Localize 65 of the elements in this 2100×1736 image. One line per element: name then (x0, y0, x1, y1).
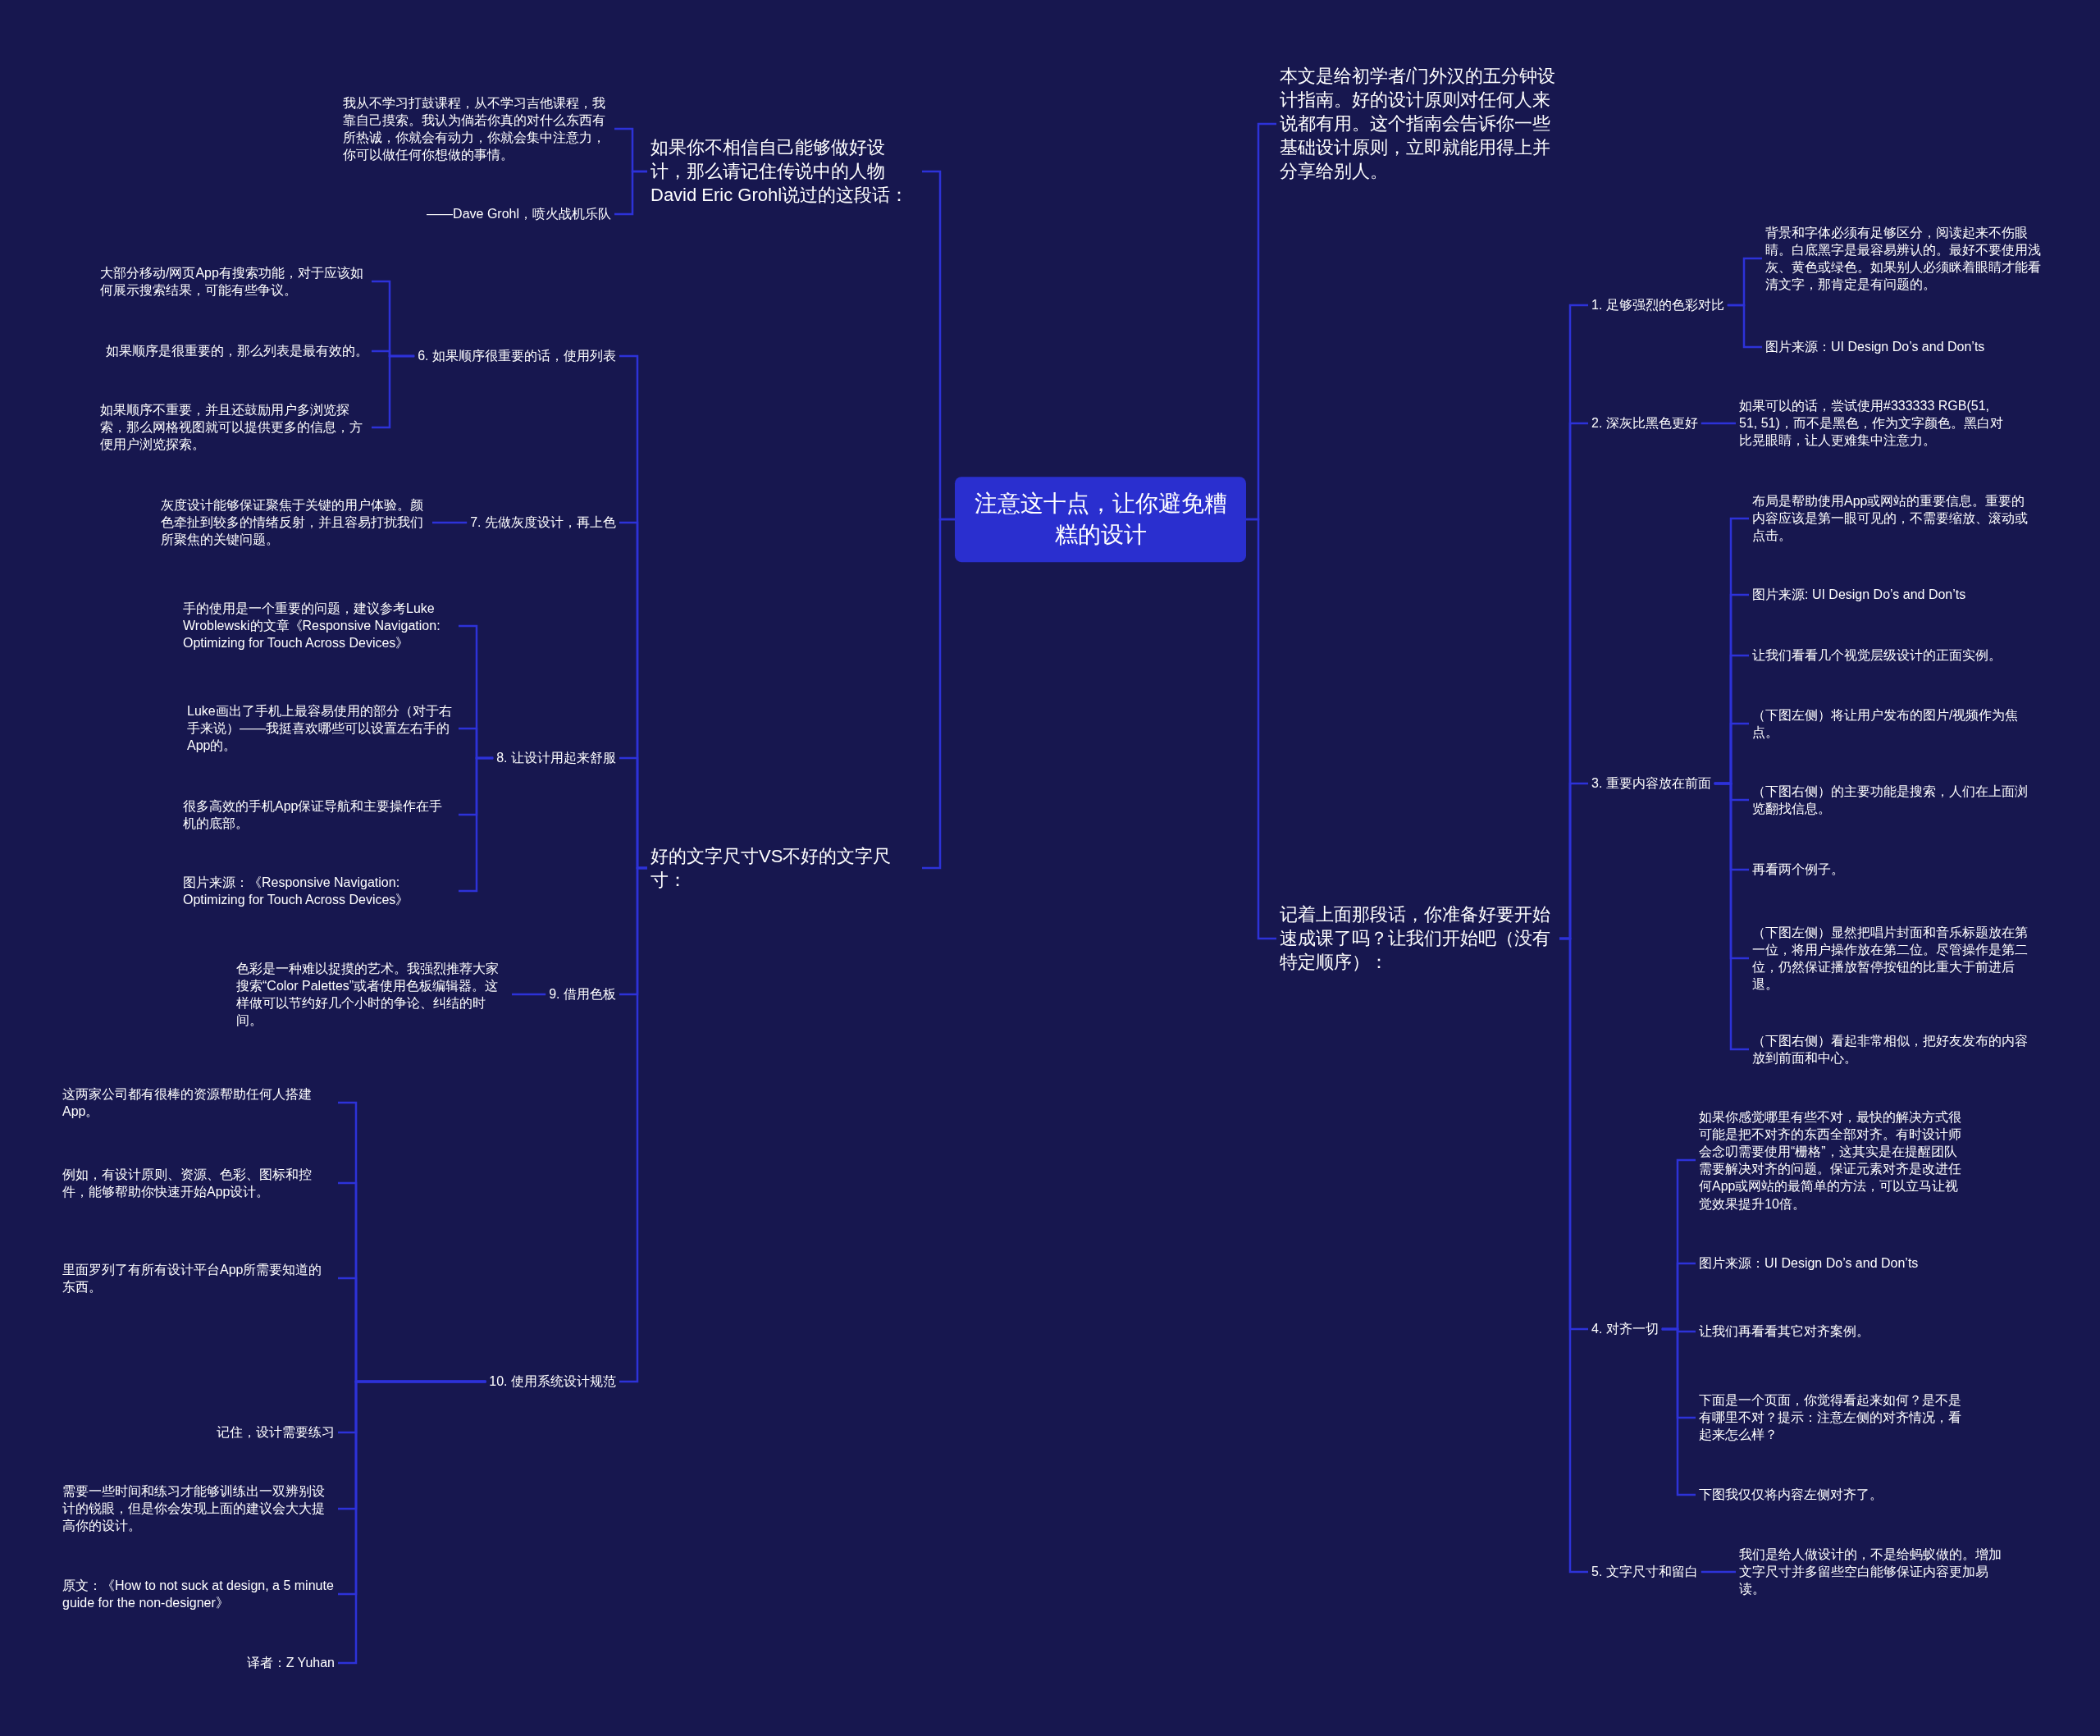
note-text: 灰度设计能够保证聚焦于关键的用户体验。颜色牵扯到较多的情绪反射，并且容易打扰我们所聚焦的关键问题。 (158, 494, 432, 551)
note-text: 原文：《How to not suck at design, a 5 minute guide for the non-designer》 (59, 1574, 338, 1615)
note-text: 如果可以的话，尝试使用#333333 RGB(51, 51, 51)，而不是黑色，作为文字颜色。黑白对比晃眼睛，让人更难集中注意力。 (1736, 395, 2006, 452)
branch-label: 6. 如果顺序很重要的话，使用列表 (414, 345, 619, 368)
branch-label: 2. 深灰比黑色更好 (1588, 412, 1701, 435)
connector-line (432, 521, 468, 524)
connector-line (1559, 937, 1588, 1574)
note-text: 我从不学习打鼓课程，从不学习吉他课程，我靠自己摸索。我认为倘若你真的对什么东西有所热诚，你就会有动力，你就会集中注意力，你可以做任何你想做的事情。 (340, 91, 614, 167)
connector-line (1701, 1570, 1736, 1574)
note-text: 色彩是一种难以捉摸的艺术。我强烈推荐大家搜索“Color Palettes”或者使用色板编辑器。这样做可以节约好几个小时的争论、纠结的时间。 (233, 957, 512, 1032)
connector-line (338, 1380, 486, 1665)
note-text: （下图右侧）看起非常相似，把好友发布的内容放到前面和中心。 (1749, 1029, 2036, 1070)
topic-text: 如果你不相信自己能够做好设计，那么请记住传说中的人物David Eric Grohl说过的这段话： (647, 133, 922, 210)
connector-line (459, 756, 494, 893)
topic-text: 本文是给初学者/门外汉的五分钟设计指南。好的设计原则对任何人来说都有用。这个指南会告诉你一些基础设计原则，立即就能用得上并分享给别人。 (1276, 62, 1559, 186)
note-text: 让我们再看看其它对齐案例。 (1696, 1320, 1873, 1343)
note-text: 大部分移动/网页App有搜索功能，对于应该如何展示搜索结果，可能有些争议。 (97, 261, 372, 302)
note-text: （下图右侧）的主要功能是搜索，人们在上面浏览翻找信息。 (1749, 779, 2036, 820)
note-text: （下图左侧）将让用户发布的图片/视频作为焦点。 (1749, 703, 2036, 744)
note-text: 图片来源：UI Design Do’s and Don’ts (1762, 336, 1988, 359)
connector-line (614, 170, 647, 216)
connector-line (372, 354, 415, 429)
note-text: 这两家公司都有很棒的资源帮助任何人搭建App。 (59, 1082, 338, 1123)
branch-label: 4. 对齐一切 (1588, 1318, 1662, 1341)
connector-line (1701, 422, 1736, 425)
note-text: 很多高效的手机App保证导航和主要操作在手机的底部。 (180, 794, 459, 835)
note-text: 我们是给人做设计的，不是给蚂蚁做的。增加文字尺寸并多留些空白能够保证内容更加易读。 (1736, 1543, 2015, 1601)
connector-line (1714, 782, 1749, 1051)
branch-label: 7. 先做灰度设计，再上色 (467, 511, 619, 534)
note-text: 图片来源：《Responsive Navigation: Optimizing for Touch Across Devices》 (180, 870, 459, 911)
note-text: 如果顺序不重要，并且还鼓励用户多浏览探索，那么网格视图就可以提供更多的信息，方便用户浏览探索。 (97, 399, 372, 456)
note-text: 图片来源: UI Design Do’s and Don’ts (1749, 583, 1970, 606)
note-text: 需要一些时间和练习才能够训练出一双辨别设计的锐眼，但是你会发现上面的建议会大大提高你的设计。 (59, 1480, 338, 1537)
note-text: 让我们看看几个视觉层级设计的正面实例。 (1749, 644, 2005, 667)
note-text: Luke画出了手机上最容易使用的部分（对于右手来说）——我挺喜欢哪些可以设置左右手的App的。 (184, 700, 459, 757)
note-text: 布局是帮助使用App或网站的重要信息。重要的内容应该是第一眼可见的，不需要缩放、滚动或点击。 (1749, 490, 2036, 547)
topic-text: 记着上面那段话，你准备好要开始速成课了吗？让我们开始吧（没有特定顺序）： (1276, 900, 1559, 977)
note-text: 里面罗列了有所有设计平台App所需要知道的东西。 (59, 1258, 338, 1299)
connector-line (1661, 1327, 1696, 1496)
note-text: 再看两个例子。 (1749, 858, 1847, 881)
note-text: 手的使用是一个重要的问题，建议参考Luke Wroblewski的文章《Responsive Navigation: Optimizing for Touch Across Devices》 (180, 597, 459, 655)
note-text: 图片来源：UI Design Do’s and Don’ts (1696, 1252, 1922, 1275)
note-text: （下图左侧）显然把唱片封面和音乐标题放在第一位，将用户操作放在第二位。尽管操作是第二位，仍然保证播放暂停按钮的比重大于前进后退。 (1749, 921, 2036, 996)
branch-label: 1. 足够强烈的色彩对比 (1588, 294, 1728, 317)
note-text: 如果顺序是很重要的，那么列表是最有效的。 (103, 340, 372, 363)
connector-line (1246, 518, 1276, 940)
topic-text: 好的文字尺寸VS不好的文字尺寸： (647, 841, 922, 895)
note-text: 例如，有设计原则、资源、色彩、图标和控件，能够帮助你快速开始App设计。 (59, 1163, 338, 1204)
note-text: 下图我仅仅将内容左侧对齐了。 (1696, 1483, 1886, 1506)
note-text: 记住，设计需要练习 (213, 1421, 338, 1444)
central-topic-box: 注意这十点，让你避免糟糕的设计 (955, 477, 1246, 562)
note-text: 下面是一个页面，你觉得看起来如何？是不是有哪里不对？提示：注意左侧的对齐情况，看起来怎么样？ (1696, 1389, 1970, 1446)
branch-label: 10. 使用系统设计规范 (486, 1370, 619, 1393)
note-text: 背景和字体必须有足够区分，阅读起来不伤眼睛。白底黑字是最容易辨认的。最好不要使用浅灰、黄色或绿色。如果别人必须眯着眼睛才能看清文字，那肯定是有问题的。 (1762, 221, 2049, 296)
branch-label: 8. 让设计用起来舒服 (493, 747, 619, 770)
branch-label: 9. 借用色板 (546, 983, 619, 1006)
connector-line (1727, 304, 1762, 349)
branch-label: 5. 文字尺寸和留白 (1588, 1560, 1701, 1583)
note-text: 译者：Z Yuhan (243, 1651, 338, 1674)
connector-line (922, 518, 955, 870)
branch-label: 3. 重要内容放在前面 (1588, 772, 1714, 795)
connector-line (619, 866, 647, 1383)
note-text: 如果你感觉哪里有些不对，最快的解决方式很可能是把不对齐的东西全部对齐。有时设计师会念叨需要使用“栅格”，这其实是在提醒团队需要解决对齐的问题。保证元素对齐是改进任何App或网站的最简单的方法，可以立马让视觉效果提升10倍。 (1696, 1105, 1970, 1215)
note-text: ——Dave Grohl，喷火战机乐队 (423, 203, 614, 226)
connector-line (512, 993, 546, 996)
